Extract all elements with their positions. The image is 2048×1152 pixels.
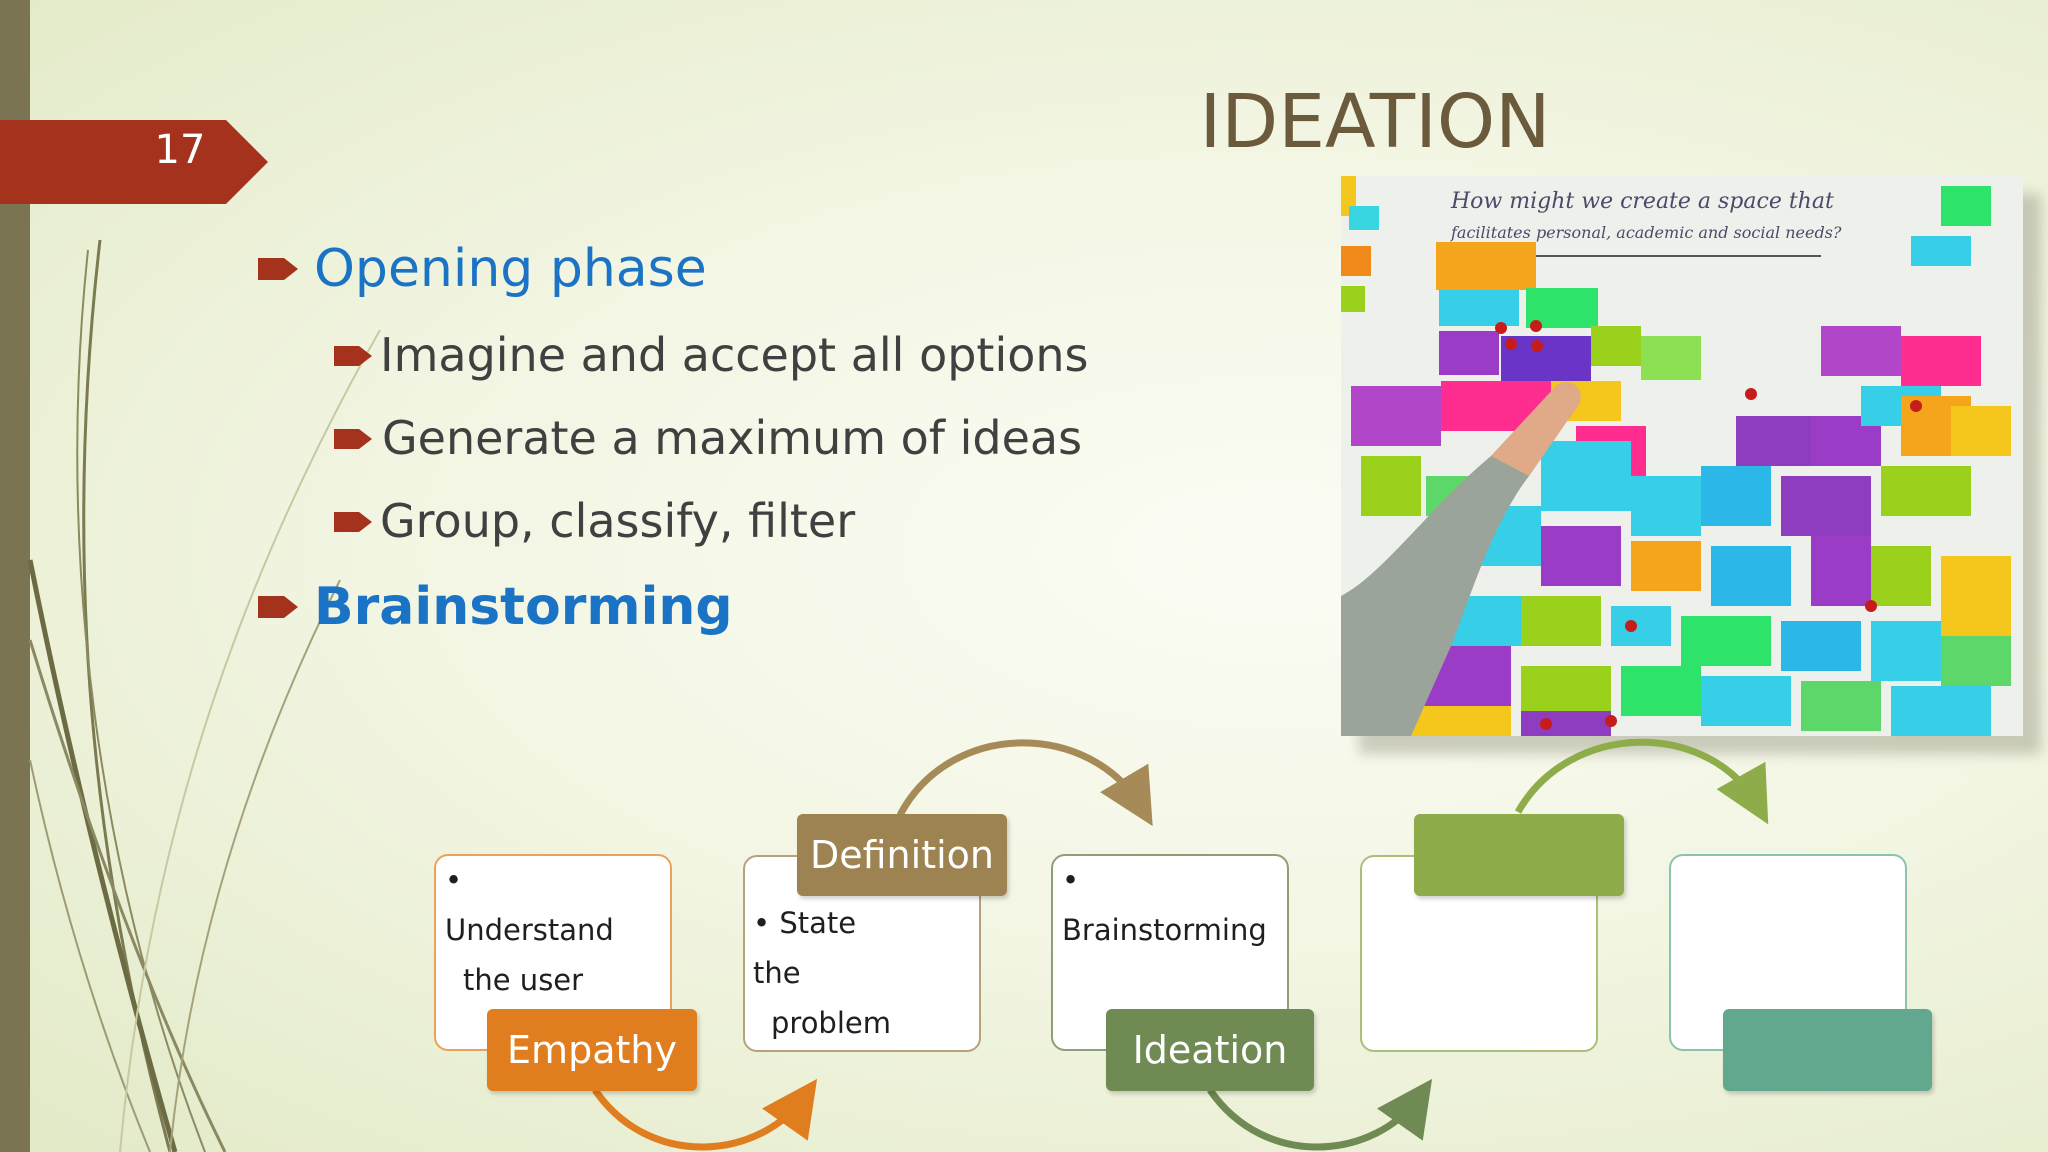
bullet-text: Group, classify, filter (380, 494, 856, 548)
svg-text:How might we create a space th: How might we create a space that (1450, 189, 1834, 214)
bullet-text: Opening phase (314, 239, 707, 299)
bullet-arrow-icon (334, 429, 372, 449)
slide-number: 17 (154, 127, 206, 173)
bullet-arrow-icon (258, 258, 298, 280)
arrow-ideation-to-next (1207, 1078, 1433, 1151)
bullet-arrow-icon (334, 346, 372, 366)
sticky-notes-wall-image: How might we create a space that facilit… (1341, 176, 2023, 736)
bullet-arrow-icon (258, 596, 298, 618)
arrow-empathy-to-definition (592, 1078, 818, 1151)
arrow-definition-to-ideation (896, 739, 1153, 827)
stage-bullet-text: • State the problem (753, 906, 891, 1040)
bullet-text: Generate a maximum of ideas (382, 411, 1083, 465)
stage-label-5 (1723, 1009, 1932, 1091)
ideation-photo: How might we create a space that facilit… (1341, 176, 2023, 736)
stage-label-empathy: Empathy (487, 1009, 697, 1091)
slide-title: IDEATION (1199, 79, 1551, 165)
stage-label-ideation: Ideation (1106, 1009, 1314, 1091)
decorative-curves (27, 239, 381, 1152)
stage-label-definition: Definition (797, 814, 1007, 896)
stage-bullet-text: • Brainstorming (1062, 863, 1267, 947)
bullet-text: Imagine and accept all options (380, 328, 1089, 382)
arrow-stage4-to-stage5 (1514, 738, 1769, 825)
slide-number-tag (0, 120, 268, 204)
bullet-text: Brainstorming (314, 577, 733, 637)
svg-text:facilitates personal, academic: facilitates personal, academic and socia… (1450, 223, 1842, 242)
stage-bullet-text: • Understand the user (445, 863, 614, 997)
bullet-arrow-icon (334, 512, 372, 532)
stage-label-4 (1414, 814, 1624, 896)
